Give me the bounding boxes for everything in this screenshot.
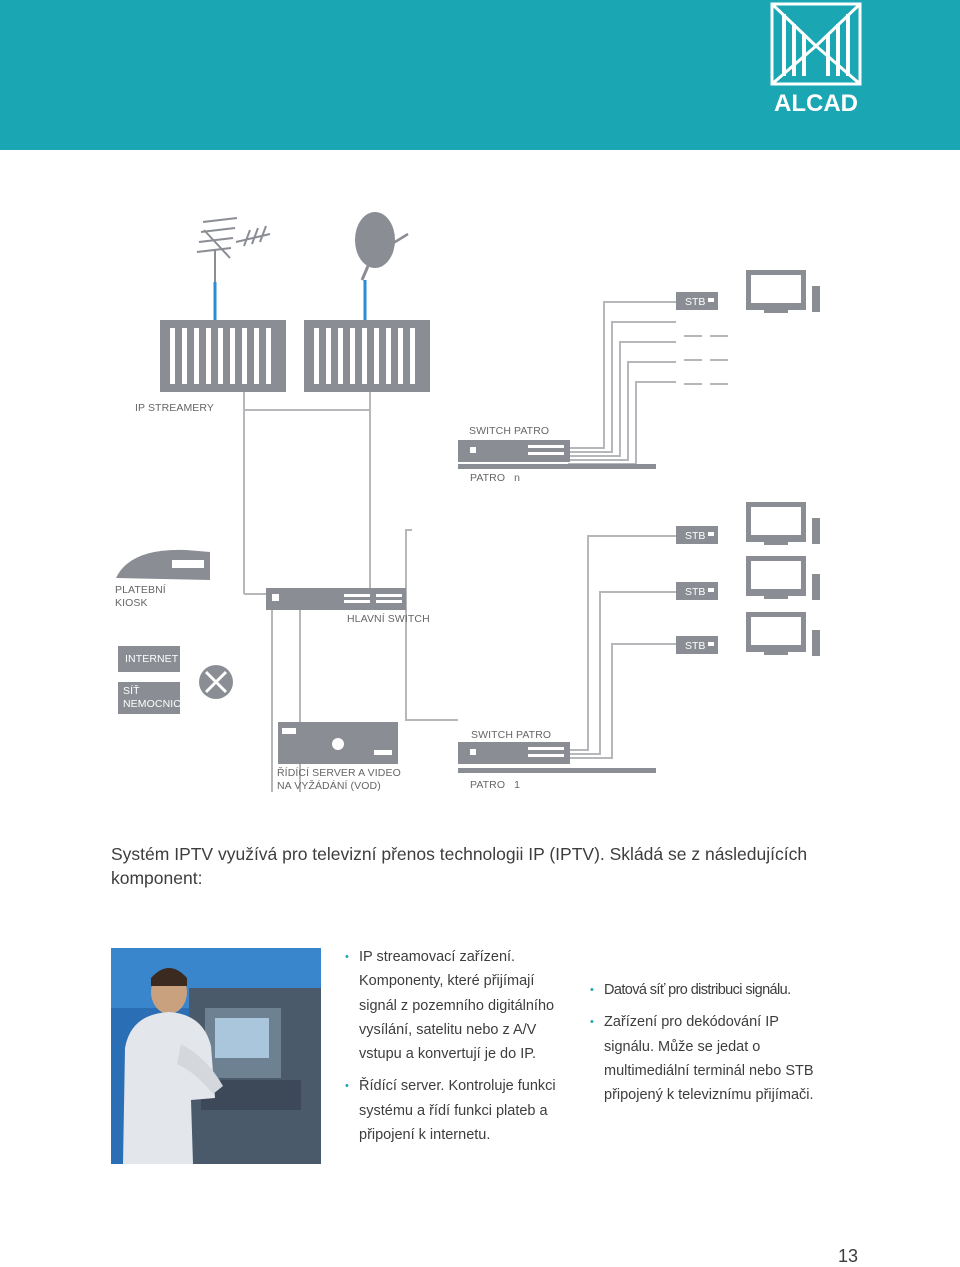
ip-streamer-item: IP streamovací zařízení. Komponenty, kte… [345, 945, 575, 1066]
alcad-logo-text: ALCAD [774, 90, 858, 117]
iptv-network-diagram: STB STB STB STB [0, 190, 960, 810]
alcad-logo: ALCAD [770, 2, 862, 117]
intro-text: Systém IPTV využívá pro televizní přenos… [111, 844, 808, 888]
stb-tv-group-2: STB [676, 556, 820, 600]
terrestrial-antenna-icon [196, 217, 271, 282]
stb-label: STB [685, 586, 705, 598]
additional-stb-dashes [684, 335, 736, 385]
stb-label: STB [685, 530, 705, 542]
ip-streamer-rack-2 [304, 320, 430, 392]
stb-tv-group-top: STB [676, 270, 820, 313]
payment-kiosk-label: PLATEBNÍ KIOSK [115, 584, 166, 609]
stb-label: STB [685, 640, 705, 652]
hospital-network-label: SÍŤ NEMOCNICE [123, 685, 189, 710]
floor-1-bar [458, 768, 656, 773]
decoder-item: Zařízení pro dekódování IP signálu. Může… [590, 1010, 830, 1107]
page-number: 13 [838, 1246, 859, 1266]
alcad-logo-mark [770, 2, 862, 86]
switch-floor-1-label: SWITCH PATRO [471, 729, 552, 741]
control-server-item: Řídící server. Kontroluje funkci systému… [345, 1074, 575, 1147]
floor-n-bar [458, 464, 656, 469]
floor-1-label: PATRO 1 [470, 779, 521, 791]
stb-tv-group-1: STB [676, 502, 820, 545]
diagram-canvas: STB STB STB STB [116, 212, 820, 792]
stb-tv-group-3: STB [676, 612, 820, 656]
data-network-item: Datová síť pro distribuci signálu. [590, 978, 830, 1003]
main-switch-label: HLAVNÍ SWITCH [347, 613, 430, 625]
internet-box [118, 646, 180, 672]
floor-1-switch-icon [458, 742, 570, 764]
router-icon [199, 665, 233, 699]
internet-label: INTERNET [125, 653, 179, 665]
stb-label: STB [685, 296, 705, 308]
components-column-2: Datová síť pro distribuci signálu. Zaříz… [590, 978, 830, 1115]
header-band [0, 0, 960, 150]
floor-n-switch-icon [458, 440, 570, 462]
hospital-network-box [118, 682, 180, 714]
floor-n-label: PATRO n [470, 472, 521, 484]
payment-kiosk-icon [116, 549, 210, 580]
components-column-1: IP streamovací zařízení. Komponenty, kte… [345, 945, 575, 1155]
switch-floor-n-label: SWITCH PATRO [469, 425, 550, 437]
control-server-icon [278, 722, 398, 764]
main-switch-icon [266, 588, 406, 610]
control-server-label: ŘÍDÍCÍ SERVER A VIDEO NA VYŽÁDÁNÍ (VOD) [277, 767, 401, 792]
ip-streamer-rack-1 [160, 320, 286, 392]
ip-streamers-label: IP STREAMERY [135, 402, 215, 414]
satellite-dish-icon [355, 212, 409, 281]
atm-user-photo [111, 948, 321, 1164]
